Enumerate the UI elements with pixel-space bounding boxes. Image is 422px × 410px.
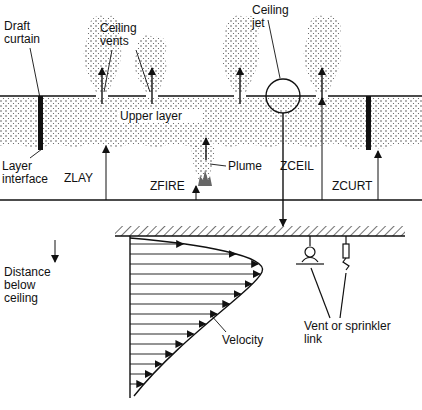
velocity-arrow bbox=[130, 354, 172, 355]
height-label: ZLAY bbox=[64, 172, 104, 185]
velocity-arrow bbox=[130, 314, 217, 315]
height-label: ZFIRE bbox=[150, 180, 194, 193]
velocity-arrow bbox=[130, 244, 183, 245]
height-label: ZCEIL bbox=[280, 160, 320, 173]
velocity-arrow bbox=[130, 374, 152, 375]
velocity-arrow bbox=[130, 364, 162, 365]
velocity-arrow bbox=[130, 344, 182, 345]
velocity-arrow bbox=[130, 284, 252, 285]
velocity-arrow bbox=[130, 274, 260, 275]
velocity-arrow bbox=[130, 304, 229, 305]
jet-label: Ceiling jet bbox=[252, 4, 292, 30]
vent-label: Ceiling vents bbox=[100, 22, 152, 48]
curve-label: Velocity bbox=[222, 334, 282, 347]
axis-label: Distance below ceiling bbox=[4, 266, 68, 305]
plume-label: Plume bbox=[228, 160, 272, 173]
layer-label: Upper layer bbox=[118, 110, 202, 123]
component-label: Vent or sprinkler link bbox=[304, 320, 394, 346]
curtain-label: Draft curtain bbox=[4, 20, 50, 46]
velocity-arrow bbox=[130, 294, 241, 295]
velocity-arrow bbox=[130, 384, 143, 385]
velocity-arrow bbox=[130, 264, 258, 265]
velocity-arrow bbox=[130, 254, 236, 255]
interface-label: Layer interface bbox=[2, 160, 52, 186]
velocity-arrow bbox=[130, 324, 206, 325]
height-label: ZCURT bbox=[332, 180, 376, 193]
velocity-arrow bbox=[130, 334, 194, 335]
